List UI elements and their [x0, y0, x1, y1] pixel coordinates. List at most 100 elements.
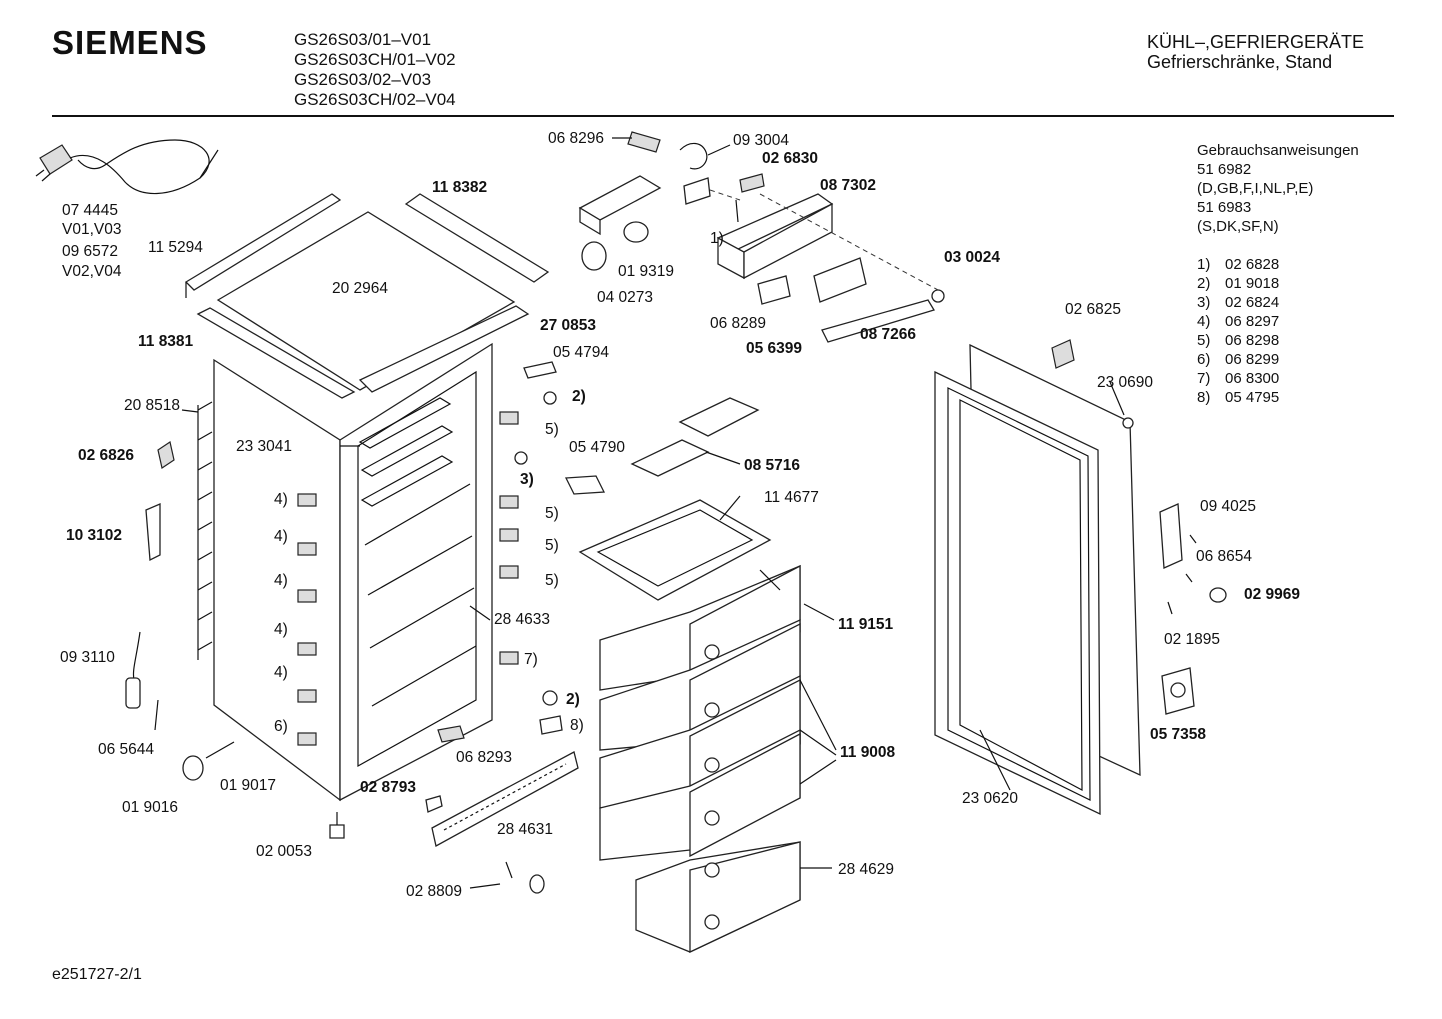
label-06-8289: 06 8289 [710, 315, 766, 332]
footnote-ref: 4) 06 8297 [1197, 312, 1359, 331]
ref-value: 02 6824 [1225, 294, 1280, 311]
manuals-panel: Gebrauchsanweisungen 51 6982 (D,GB,F,I,N… [1197, 141, 1359, 407]
label-08-5716: 08 5716 [744, 457, 800, 474]
label-05-4794: 05 4794 [553, 344, 609, 361]
manual-line: (D,GB,F,I,NL,P,E) [1197, 180, 1314, 197]
footnote-ref: 7) 06 8300 [1197, 369, 1359, 388]
label-08-7302: 08 7302 [820, 177, 876, 194]
marker-4: 4) [274, 491, 288, 508]
label-02-6830: 02 6830 [762, 150, 818, 167]
ref-key: 8) [1197, 389, 1211, 406]
drawers-drawing [578, 397, 801, 954]
model-number: GS26S03CH/01–V02 [294, 50, 456, 69]
marker-1: 1) [710, 230, 724, 247]
ref-key: 4) [1197, 313, 1211, 330]
ref-key: 7) [1197, 370, 1211, 387]
label-23-3041: 23 3041 [236, 438, 292, 455]
label-v01-v03: V01,V03 [62, 221, 121, 238]
ref-key: 1) [1197, 256, 1211, 273]
ref-key: 2) [1197, 275, 1211, 292]
ref-value: 05 4795 [1225, 389, 1280, 406]
model-list: GS26S03/01–V01 GS26S03CH/01–V02 GS26S03/… [294, 30, 456, 110]
label-05-7358: 05 7358 [1150, 726, 1206, 743]
label-27-0853: 27 0853 [540, 317, 596, 334]
appliance-category: KÜHL–,GEFRIERGERÄTE Gefrierschränke, Sta… [1147, 32, 1364, 72]
label-20-8518: 20 8518 [124, 397, 180, 414]
label-10-3102: 10 3102 [66, 527, 122, 544]
marker-4: 4) [274, 528, 288, 545]
footnote-ref: 8) 05 4795 [1197, 388, 1359, 407]
manual-line: (S,DK,SF,N) [1197, 218, 1279, 235]
label-08-7266: 08 7266 [860, 326, 916, 343]
label-07-4445: 07 4445 [62, 202, 118, 219]
label-01-9017: 01 9017 [220, 777, 276, 794]
power-cord-drawing [35, 139, 219, 195]
label-06-8654: 06 8654 [1196, 548, 1252, 565]
ref-key: 3) [1197, 294, 1211, 311]
marker-2: 2) [566, 691, 580, 708]
footnote-ref: 3) 02 6824 [1197, 293, 1359, 312]
ref-key: 5) [1197, 332, 1211, 349]
label-02-0053: 02 0053 [256, 843, 312, 860]
brand-logo: SIEMENS [52, 24, 208, 61]
label-02-8809: 02 8809 [406, 883, 462, 900]
label-05-6399: 05 6399 [746, 340, 802, 357]
label-28-4629: 28 4629 [838, 861, 894, 878]
label-28-4631: 28 4631 [497, 821, 553, 838]
label-04-0273: 04 0273 [597, 289, 653, 306]
footnote-ref: 6) 06 8299 [1197, 350, 1359, 369]
footnote-ref: 2) 01 9018 [1197, 274, 1359, 293]
door-drawing [934, 339, 1227, 816]
label-11-9151: 11 9151 [838, 616, 894, 633]
manuals-title: Gebrauchsanweisungen [1197, 142, 1359, 159]
marker-2: 2) [572, 388, 586, 405]
header-divider [52, 115, 1394, 117]
ref-value: 06 8297 [1225, 313, 1280, 330]
label-02-8793: 02 8793 [360, 779, 416, 796]
marker-5: 5) [545, 505, 559, 522]
leader-lines [181, 137, 1125, 889]
marker-5: 5) [545, 537, 559, 554]
label-09-3110: 09 3110 [60, 649, 115, 666]
label-11-4677: 11 4677 [764, 489, 819, 506]
label-01-9016: 01 9016 [122, 799, 178, 816]
label-28-4633: 28 4633 [494, 611, 550, 628]
label-06-8296: 06 8296 [548, 130, 604, 147]
label-05-4790: 05 4790 [569, 439, 625, 456]
label-11-8382: 11 8382 [432, 179, 487, 196]
drawing-code: e251727-2/1 [52, 966, 142, 983]
marker-8: 8) [570, 717, 584, 734]
marker-5: 5) [545, 421, 559, 438]
category-line: KÜHL–,GEFRIERGERÄTE [1147, 32, 1365, 52]
ref-value: 06 8298 [1225, 332, 1280, 349]
label-09-3004: 09 3004 [733, 132, 789, 149]
ref-value: 06 8300 [1225, 370, 1280, 387]
manual-line: 51 6982 [1197, 161, 1252, 178]
label-02-6825: 02 6825 [1065, 301, 1121, 318]
marker-4: 4) [274, 621, 288, 638]
label-02-9969: 02 9969 [1244, 586, 1300, 603]
label-11-5294: 11 5294 [148, 239, 203, 256]
marker-7: 7) [524, 651, 538, 668]
ref-key: 6) [1197, 351, 1211, 368]
light-control-drawing [578, 131, 945, 343]
label-23-0690: 23 0690 [1097, 374, 1153, 391]
model-number: GS26S03/02–V03 [294, 70, 432, 89]
label-v02-v04: V02,V04 [62, 263, 122, 280]
footnote-ref: 1) 02 6828 [1197, 255, 1359, 274]
ref-value: 01 9018 [1225, 275, 1280, 292]
label-02-6826: 02 6826 [78, 447, 134, 464]
label-09-4025: 09 4025 [1200, 498, 1256, 515]
ref-value: 06 8299 [1225, 351, 1280, 368]
marker-4: 4) [274, 572, 288, 589]
model-number: GS26S03/01–V01 [294, 30, 432, 49]
label-20-2964: 20 2964 [332, 280, 388, 297]
marker-4: 4) [274, 664, 288, 681]
marker-6: 6) [274, 718, 288, 735]
label-06-8293: 06 8293 [456, 749, 512, 766]
marker-5: 5) [545, 572, 559, 589]
ref-value: 02 6828 [1225, 256, 1280, 273]
label-11-9008: 11 9008 [840, 744, 896, 761]
label-01-9319: 01 9319 [618, 263, 674, 280]
